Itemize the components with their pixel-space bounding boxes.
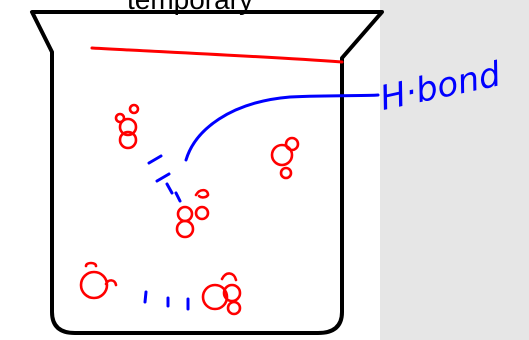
h-bond-label: H·bond [377, 54, 505, 119]
h-bond-pointer-curve [184, 93, 380, 162]
beaker-icon [30, 10, 384, 335]
water-molecule-icon [270, 136, 300, 180]
hydrogen-bond-dashes [143, 154, 190, 311]
water-molecule-icon [114, 103, 140, 150]
side-panel [380, 0, 529, 340]
water-molecule-icon [201, 272, 242, 316]
water-molecule-icon [79, 261, 118, 300]
water-molecule-icon [175, 188, 210, 239]
liquid-surface-line [90, 46, 344, 64]
